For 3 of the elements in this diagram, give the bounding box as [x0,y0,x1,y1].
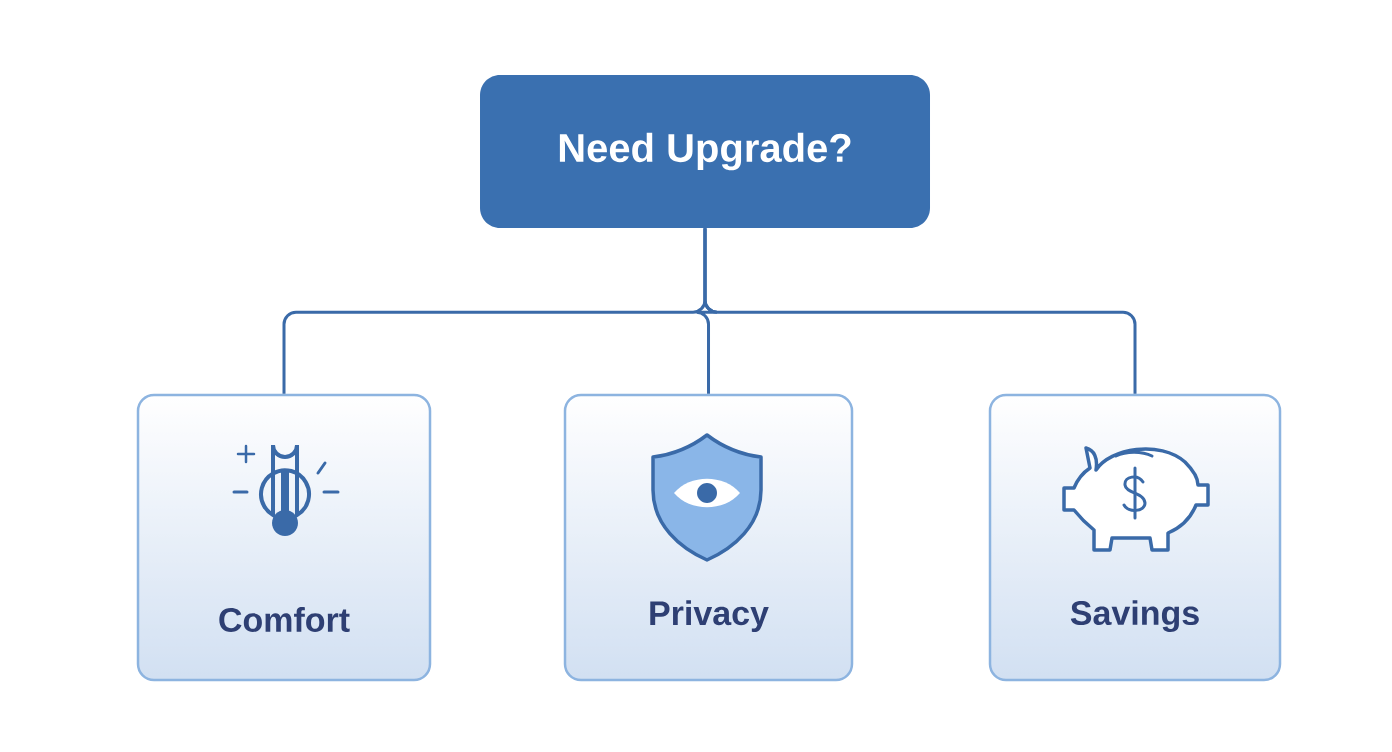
category-card: Comfort [136,393,432,682]
connector [703,228,1137,394]
decision-box: Need Upgrade? [480,75,930,228]
